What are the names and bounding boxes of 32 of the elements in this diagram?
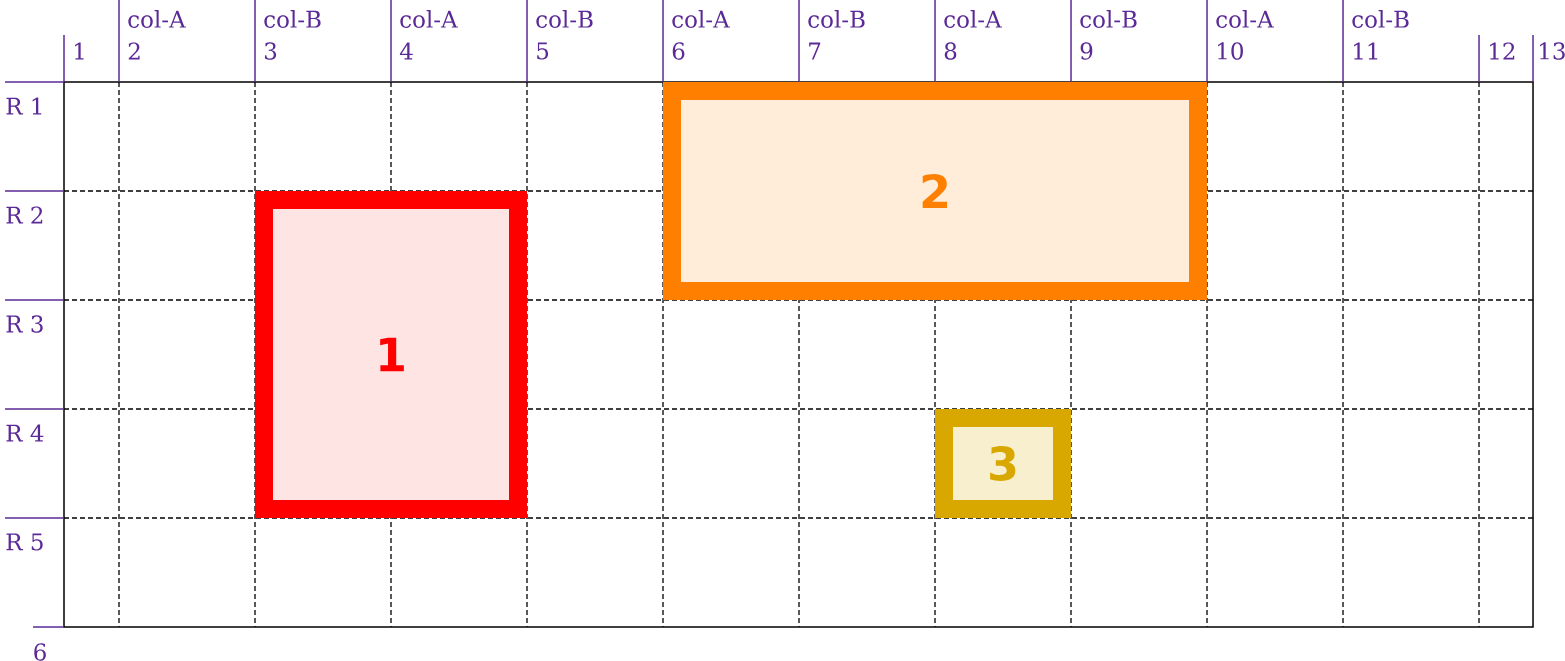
line-number: 5 bbox=[537, 42, 549, 60]
line-name: col-B bbox=[1352, 10, 1409, 28]
line-number: 3 bbox=[264, 42, 277, 60]
line-name: col-A bbox=[128, 10, 186, 28]
line-name: col-A bbox=[944, 10, 1002, 28]
line-number: 12 bbox=[1490, 42, 1515, 60]
line-name: col-A bbox=[672, 10, 730, 28]
row-label: R 5 bbox=[6, 533, 43, 551]
line-name: col-B bbox=[1080, 10, 1137, 28]
line-number: 11 bbox=[1354, 42, 1378, 60]
line-number: 2 bbox=[128, 42, 140, 60]
line-number: 6 bbox=[672, 42, 685, 60]
grid-item: 1 bbox=[255, 191, 527, 518]
line-name: col-B bbox=[808, 10, 865, 28]
line-number: 8 bbox=[944, 42, 957, 60]
line-name: col-B bbox=[536, 10, 593, 28]
line-name: col-B bbox=[264, 10, 321, 28]
line-name: col-A bbox=[400, 10, 458, 28]
line-number: 7 bbox=[809, 42, 821, 60]
line-number: 10 bbox=[1218, 42, 1243, 60]
row-label: R 3 bbox=[6, 315, 43, 333]
row-label: R 4 bbox=[6, 424, 44, 442]
line-number: 4 bbox=[399, 42, 413, 60]
line-number: 1 bbox=[75, 42, 84, 60]
grid-item: 3 bbox=[935, 409, 1071, 518]
line-number: 6 bbox=[34, 643, 46, 661]
line-number: 9 bbox=[1080, 42, 1093, 60]
grid-item: 2 bbox=[663, 82, 1207, 300]
line-number: 13 bbox=[1540, 42, 1565, 60]
row-label: R 1 bbox=[6, 97, 42, 115]
row-label: R 2 bbox=[6, 206, 43, 224]
line-name: col-A bbox=[1216, 10, 1274, 28]
